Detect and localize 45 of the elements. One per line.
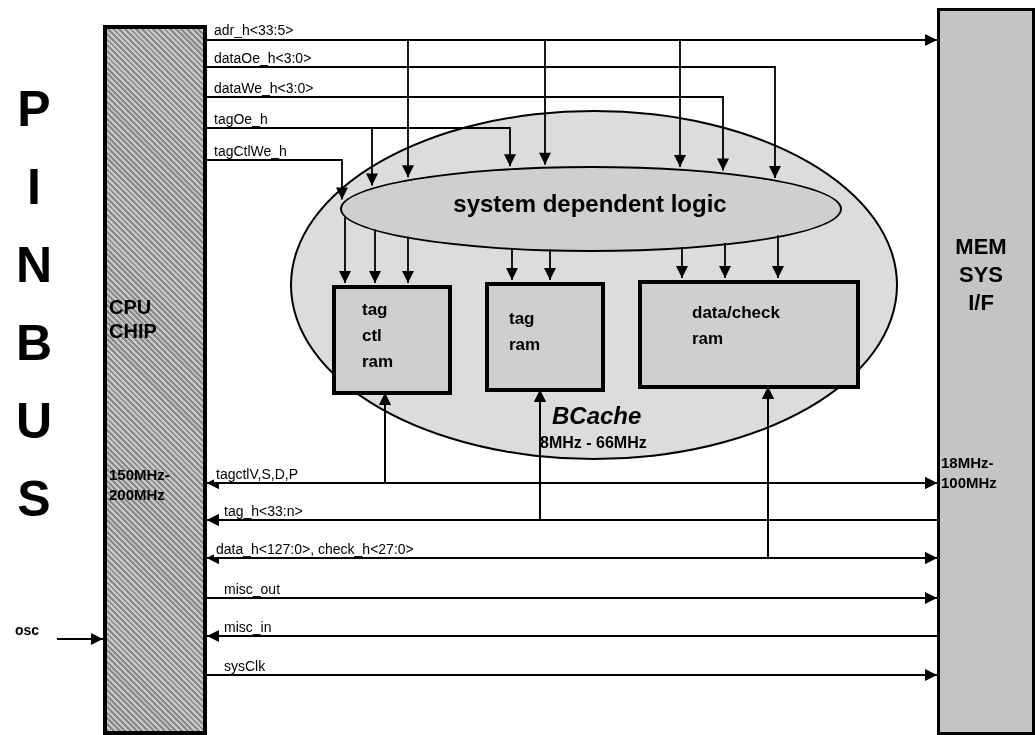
arrow [762, 386, 938, 564]
arrow [206, 669, 938, 681]
arrow [339, 216, 351, 284]
arrow [402, 235, 414, 284]
arrow [676, 246, 688, 279]
edge-label: sysClk [222, 658, 268, 674]
arrow [506, 247, 518, 281]
ram-block [638, 280, 860, 389]
edge-label: tag_h<33:n> [222, 503, 305, 519]
edge-label: adr_h<33:5> [212, 22, 296, 38]
arrow [206, 66, 781, 179]
arrow [544, 248, 556, 281]
arrow [56, 633, 104, 645]
arrow [206, 630, 938, 642]
arrow [369, 228, 381, 284]
block-title: BCache [552, 402, 642, 430]
ram-block [485, 282, 605, 392]
edge-label: tagctlV,S,D,P [214, 466, 300, 482]
chip-block [103, 25, 207, 735]
arrow [206, 159, 348, 201]
arrow [206, 592, 938, 604]
arrow [379, 392, 938, 489]
clock-frequency: 8MHz - 66MHz [540, 434, 647, 452]
arrow [772, 234, 784, 279]
block-title: MEM SYS I/F [954, 233, 1008, 317]
signal-name: osc [15, 622, 40, 638]
edge-label: tagOe_h [212, 111, 270, 127]
arrow [719, 242, 731, 279]
block-title: tag ram [509, 308, 542, 356]
edge-label: misc_in [222, 619, 274, 635]
ram-block [332, 285, 452, 395]
edge-label: misc_out [222, 581, 283, 597]
edge-label: data_h<127:0>, check_h<27:0> [214, 541, 416, 557]
edge-label: dataOe_h<3:0> [212, 50, 314, 66]
block-title: system dependent logic [452, 190, 728, 218]
block-title: CPU CHIP [109, 295, 158, 343]
edge-label: dataWe_h<3:0> [212, 80, 316, 96]
edge-label: tagCtlWe_h [212, 143, 289, 159]
block-title: data/check ram [692, 302, 781, 350]
block-title: tag ctl ram [362, 299, 395, 373]
bus-label: PIN BUS [14, 80, 54, 529]
interface-block [937, 8, 1035, 735]
arrow [206, 96, 729, 172]
clock-frequency: 150MHz- 200MHz [109, 465, 171, 505]
clock-frequency: 18MHz- 100MHz [941, 453, 998, 493]
